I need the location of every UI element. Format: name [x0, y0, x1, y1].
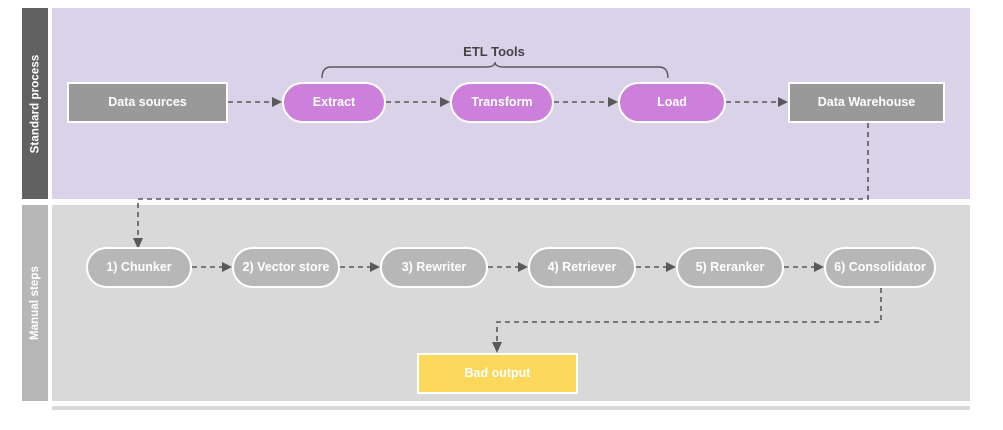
node-data-sources-label: Data sources [108, 95, 187, 110]
node-extract-label: Extract [312, 95, 356, 110]
lane-header-standard-process: Standard process [22, 8, 48, 199]
node-reranker-label: 5) Reranker [695, 260, 765, 275]
node-consolidator-label: 6) Consolidator [834, 260, 926, 275]
node-chunker-label: 1) Chunker [106, 260, 172, 275]
etl-tools-label: ETL Tools [463, 44, 525, 59]
node-vector-store[interactable]: 2) Vector store [232, 247, 340, 288]
lane-header-manual-steps: Manual steps [22, 205, 48, 401]
lane-header-manual-steps-label: Manual steps [29, 265, 41, 341]
node-consolidator[interactable]: 6) Consolidator [824, 247, 936, 288]
node-rewriter[interactable]: 3) Rewriter [380, 247, 488, 288]
node-transform[interactable]: Transform [450, 82, 554, 123]
node-data-warehouse-label: Data Warehouse [817, 95, 916, 110]
node-extract[interactable]: Extract [282, 82, 386, 123]
node-data-sources[interactable]: Data sources [67, 82, 228, 123]
etl-tools-brace-icon [321, 62, 669, 78]
node-bad-output-label: Bad output [464, 366, 531, 381]
bottom-divider-rule [52, 406, 970, 410]
node-rewriter-label: 3) Rewriter [401, 260, 467, 275]
node-chunker[interactable]: 1) Chunker [86, 247, 192, 288]
node-load[interactable]: Load [618, 82, 726, 123]
node-data-warehouse[interactable]: Data Warehouse [788, 82, 945, 123]
node-retriever-label: 4) Retriever [547, 260, 617, 275]
node-transform-label: Transform [471, 95, 533, 110]
node-reranker[interactable]: 5) Reranker [676, 247, 784, 288]
node-load-label: Load [657, 95, 687, 110]
node-vector-store-label: 2) Vector store [242, 260, 330, 275]
lane-header-standard-process-label: Standard process [29, 54, 41, 153]
node-bad-output[interactable]: Bad output [417, 353, 578, 394]
node-retriever[interactable]: 4) Retriever [528, 247, 636, 288]
